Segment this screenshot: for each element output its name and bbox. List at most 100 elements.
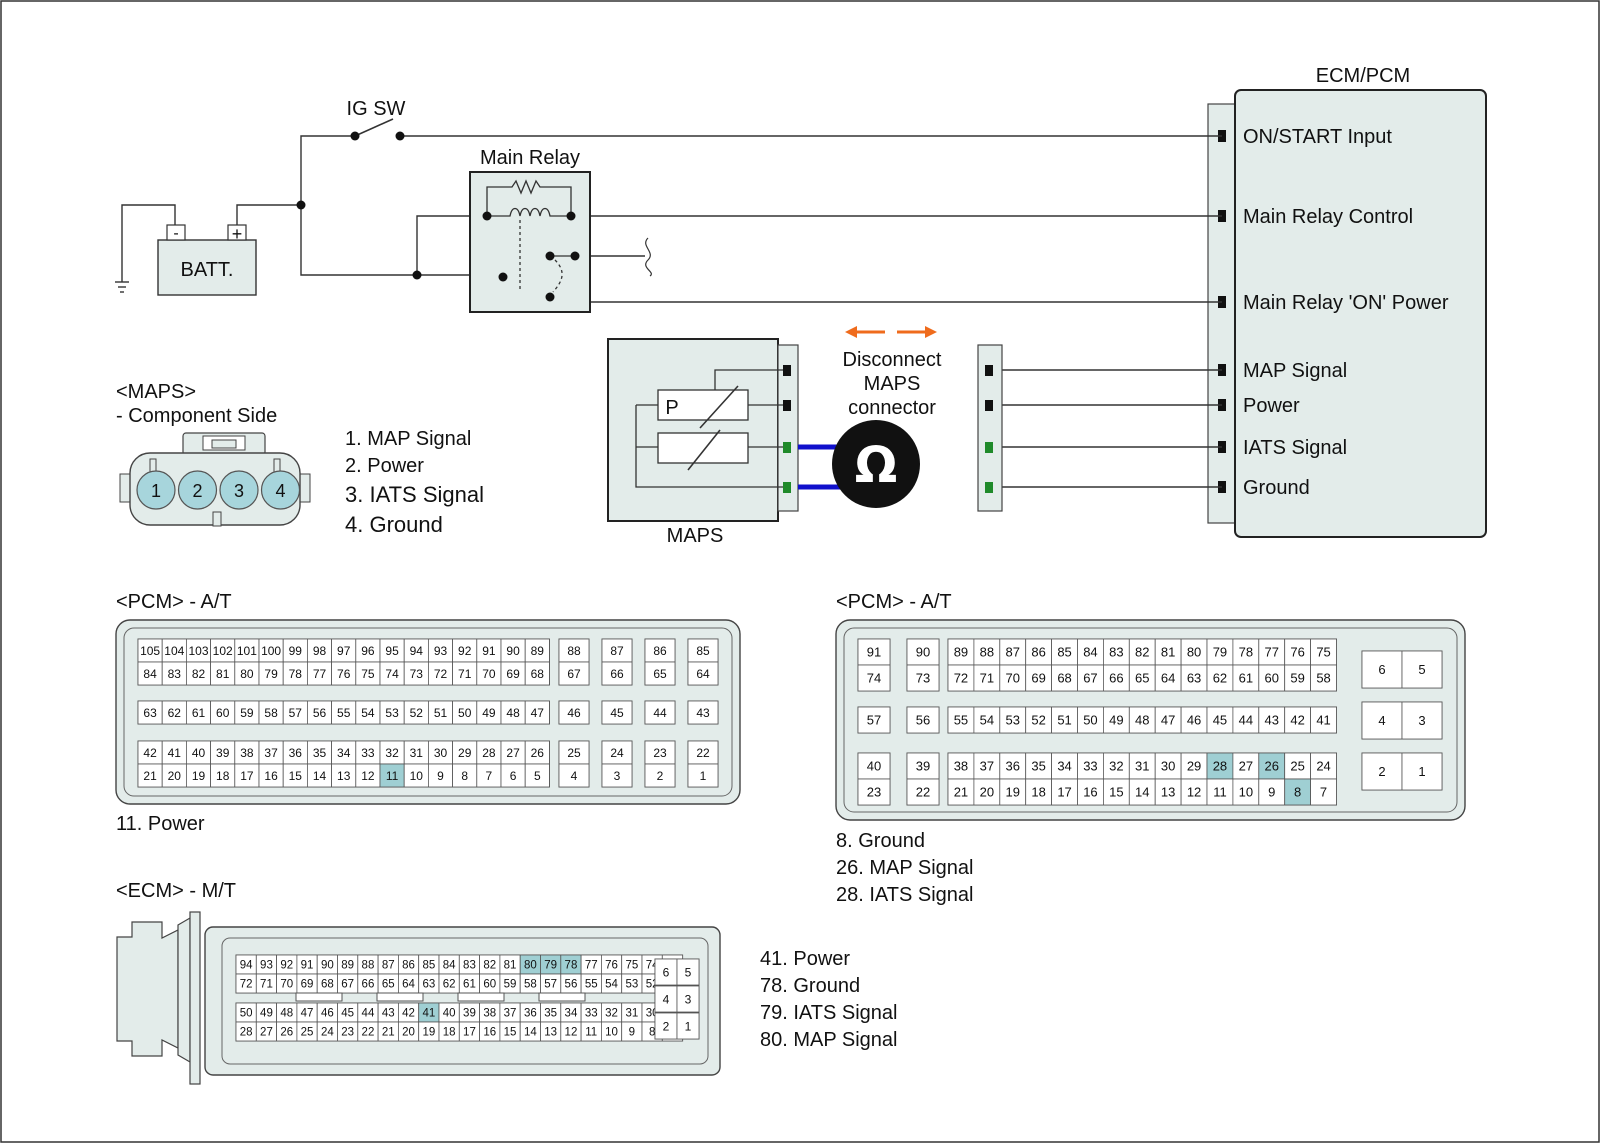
pcm-right-pin-number: 21 (954, 785, 968, 800)
pcm-left-pin-number: 56 (313, 706, 327, 720)
pcm-left-pin-number: 20 (168, 769, 182, 783)
ecm-mt-pin-number: 56 (565, 979, 578, 991)
pcm-left-pin-number: 102 (213, 644, 233, 658)
maps-connector-pin (177, 470, 218, 510)
pcm-left-pin-number: 98 (313, 644, 327, 658)
ecm-mt-pin-number: 15 (504, 1027, 517, 1039)
ecm-mt-pin-number: 66 (362, 979, 375, 991)
pcm-left-pin-cell (601, 661, 633, 686)
ecm-mt-side-pin-number: 4 (663, 992, 670, 1006)
pcm-right-pin-cell (1025, 778, 1052, 806)
pcm-left-pin-number: 7 (486, 769, 493, 783)
battery-minus: - (173, 225, 178, 242)
relay-node-6 (545, 292, 555, 302)
maps-sensor-internals (635, 369, 785, 488)
harness-pin-1 (985, 365, 993, 376)
pcm-right-pin-cell (999, 638, 1027, 666)
ecm-mt-pin-number: 92 (280, 960, 293, 972)
ecm-mt-pin-number: 42 (402, 1008, 415, 1020)
pcm-left-pin-number: 10 (410, 769, 424, 783)
pcm-right-pin-number: 72 (954, 671, 968, 686)
pcm-right-side-pin-number: 3 (1418, 713, 1425, 728)
ecm-connector-strip (1207, 103, 1237, 524)
pcm-right-pin-number: 31 (1135, 759, 1149, 774)
pcm-right-pin-cell (1154, 752, 1182, 780)
pcm-right-pin-number: 28 (1213, 759, 1227, 774)
pcm-right-legend-1: 8. Ground (836, 830, 925, 852)
maps-legend-item: 1. MAP Signal (345, 428, 471, 450)
pcm-right-pin-number: 55 (954, 713, 968, 728)
pcm-left-pin-number: 18 (216, 769, 230, 783)
maps-label: MAPS (667, 525, 724, 547)
ohm-symbol: Ω (855, 436, 898, 494)
pcm-right-pin-number: 70 (1006, 671, 1020, 686)
pcm-left-pin-number: 19 (192, 769, 206, 783)
pcm-right-pin-cell (906, 664, 940, 692)
pcm-right-pin-number: 48 (1135, 713, 1149, 728)
pcm-left-pin-number: 50 (458, 706, 472, 720)
pcm-right-pin-cell (973, 664, 1001, 692)
pcm-left-pin-number: 71 (458, 667, 472, 681)
pcm-left-pin-number: 9 (437, 769, 444, 783)
maps-connector-pin (136, 470, 176, 510)
disconnect-arrows (845, 326, 937, 338)
maps-connector-pin-number: 3 (234, 481, 244, 501)
ecm-mt-legend-4: 80. MAP Signal (760, 1029, 898, 1051)
pcm-right-pin-number: 57 (867, 713, 881, 728)
pcm-right-legend-2: 26. MAP Signal (836, 857, 974, 879)
pcm-left-pin-cell (524, 661, 550, 686)
pcm-left-legend-1: 11. Power (116, 813, 205, 835)
ecm-mt-pin-number: 64 (402, 979, 415, 991)
ecm-mt-pin-number: 80 (524, 960, 537, 972)
ecm-mt-legend-3: 79. IATS Signal (760, 1002, 897, 1024)
pcm-right-pin-cell (1077, 664, 1104, 692)
pcm-right-pin-number: 51 (1057, 713, 1071, 728)
pcm-right-pin-cell (906, 752, 940, 780)
ig-switch-contact-2 (395, 131, 405, 141)
ecm-mt-pin-number: 8 (649, 1027, 655, 1039)
pcm-right-pin-cell (1077, 638, 1104, 666)
pcm-right-pin-cell (1051, 706, 1078, 734)
pcm-right-pin-cell (1232, 778, 1260, 806)
pcm-left-pin-number: 44 (653, 706, 667, 720)
pcm-left-pin-number: 37 (264, 746, 278, 760)
pcm-right-pin-number: 26 (1265, 759, 1279, 774)
pcm-right-pin-number: 65 (1135, 671, 1149, 686)
pcm-right-pin-cell (857, 706, 891, 734)
ecm-mt-pin-number: 14 (524, 1027, 537, 1039)
pcm-right-pin-number: 84 (1083, 645, 1097, 660)
pcm-right-pin-cell (1128, 752, 1156, 780)
pcm-right-pin-number: 47 (1161, 713, 1175, 728)
pcm-left-pin-number: 14 (313, 769, 327, 783)
pcm-left-pin-number: 78 (289, 667, 303, 681)
ecm-mt-pin-number: 63 (422, 979, 435, 991)
pcm-right-pin-cell (1206, 638, 1234, 666)
pcm-right-pin-number: 11 (1213, 785, 1227, 800)
pcm-left-pin-number: 81 (216, 667, 230, 681)
ecm-mt-pin-number: 38 (483, 1008, 496, 1020)
pcm-left-pin-number: 21 (143, 769, 157, 783)
ecm-mt-pin-number: 78 (565, 960, 578, 972)
pcm-right-pin-cell (1232, 752, 1260, 780)
pcm-right-pin-number: 50 (1083, 713, 1097, 728)
pcm-right-pin-number: 38 (954, 759, 968, 774)
pcm-left-pin-cell (524, 700, 550, 725)
ecm-mt-pin-number: 79 (544, 960, 557, 972)
pcm-left-pin-number: 34 (337, 746, 351, 760)
ecm-mt-pin-number: 20 (402, 1027, 415, 1039)
pcm-left-pin-number: 74 (385, 667, 399, 681)
ecm-mt-pin-number: 72 (240, 979, 253, 991)
pcm-right-pin-number: 36 (1006, 759, 1020, 774)
pcm-right-pin-cell (1103, 638, 1130, 666)
ecm-mt-pin-number: 16 (483, 1027, 496, 1039)
pcm-right-pin-number: 63 (1187, 671, 1201, 686)
pcm-right-pin-cell (1025, 752, 1052, 780)
pcm-left-pin-number: 30 (434, 746, 448, 760)
pcm-right-pin-cell (857, 664, 891, 692)
ecm-mt-pin-number: 41 (422, 1008, 435, 1020)
pcm-right-pin-number: 49 (1109, 713, 1123, 728)
pcm-left-pin-number: 12 (361, 769, 375, 783)
pcm-left-pin-number: 82 (192, 667, 206, 681)
